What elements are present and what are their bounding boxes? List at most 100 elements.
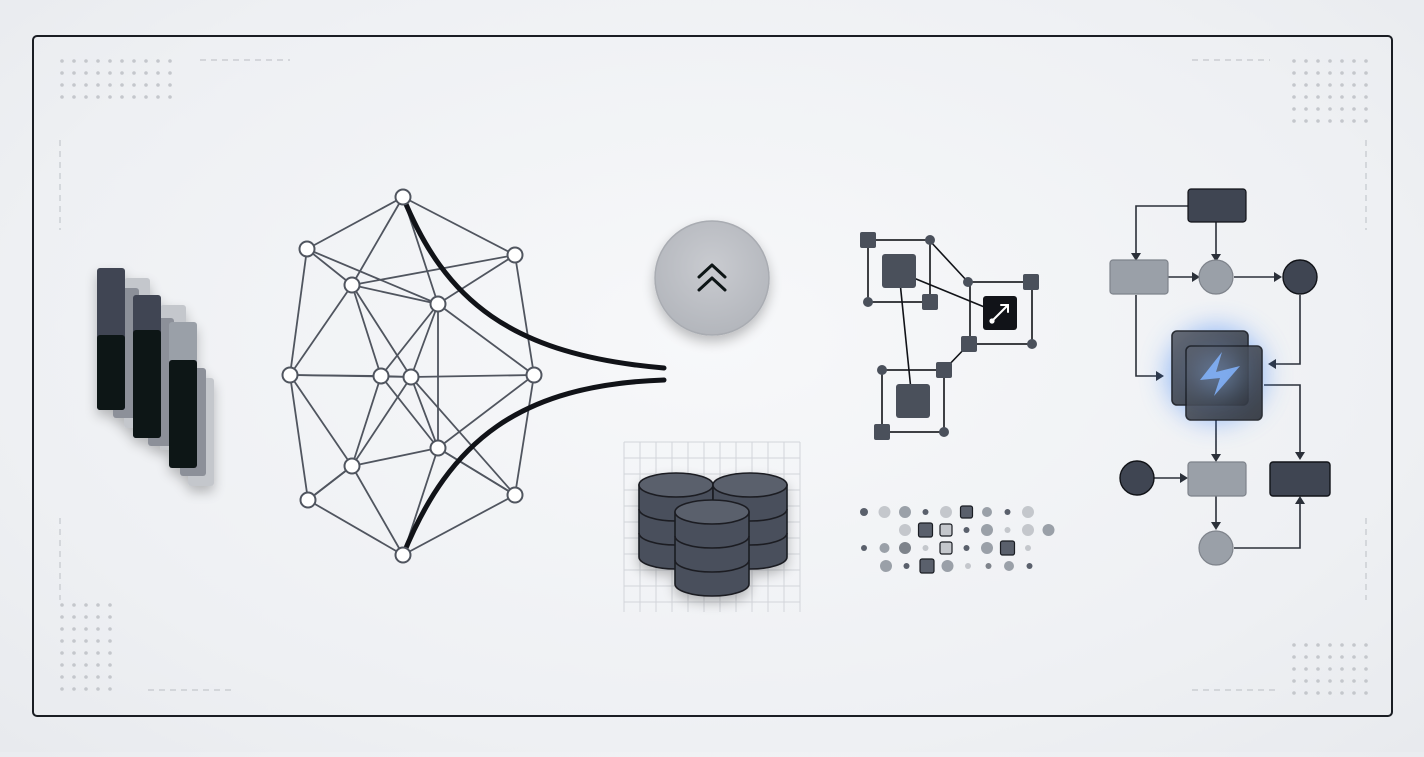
grid-dot [1292, 655, 1296, 659]
grid-dot [108, 615, 112, 619]
mesh-edge [410, 376, 439, 449]
matrix-dot [899, 524, 911, 536]
grid-dot [1352, 679, 1356, 683]
grid-dot [1340, 71, 1344, 75]
mesh-edge [437, 374, 535, 449]
grid-dot [120, 59, 124, 63]
grid-dot [84, 59, 88, 63]
grid-dot [1340, 643, 1344, 647]
grid-dot [1364, 667, 1368, 671]
matrix-dot [1004, 527, 1011, 533]
chevron-button[interactable] [654, 220, 770, 336]
mesh-edge [351, 376, 412, 467]
grid-dot [72, 675, 76, 679]
grid-dot [96, 627, 100, 631]
grid-dot [1316, 107, 1320, 111]
grid-dot [60, 71, 64, 75]
grid-dot [1364, 119, 1368, 123]
grid-dot [72, 687, 76, 691]
matrix-square [999, 540, 1016, 556]
grid-dot [84, 675, 88, 679]
grid-dot [60, 651, 64, 655]
flow-curve-upper [400, 194, 667, 371]
grid-dot [1304, 95, 1308, 99]
grid-dot [1340, 119, 1344, 123]
grid-dot [84, 71, 88, 75]
grid-dot [1340, 95, 1344, 99]
grid-dot [1292, 107, 1296, 111]
grid-dot [156, 59, 160, 63]
grid-dot [72, 83, 76, 87]
mesh-edge [307, 465, 353, 501]
matrix-dot [1026, 563, 1033, 569]
mesh-edge [410, 303, 439, 378]
grid-dot [1328, 691, 1332, 695]
grid-dot [96, 95, 100, 99]
grid-dot [1292, 119, 1296, 123]
grid-dot [60, 687, 64, 691]
mesh-edge [289, 248, 308, 376]
mesh-node [372, 367, 390, 385]
grid-dot [60, 83, 64, 87]
mesh-node [343, 457, 361, 475]
mesh-edge [351, 447, 439, 467]
matrix-dot [963, 527, 970, 533]
mesh-node [343, 276, 361, 294]
grid-dot [1340, 679, 1344, 683]
grid-dot [1304, 83, 1308, 87]
grid-dot [1364, 71, 1368, 75]
grid-dot [1340, 59, 1344, 63]
grid-dot [1316, 691, 1320, 695]
matrix-dot [1042, 524, 1055, 536]
grid-dot [132, 95, 136, 99]
mesh-node [394, 188, 412, 206]
mesh-edge [351, 196, 404, 286]
dot-grid-top-right [1292, 59, 1368, 123]
mesh-node [281, 366, 299, 384]
grid-dot [1316, 643, 1320, 647]
mesh-node [525, 366, 543, 384]
grid-dot [1340, 83, 1344, 87]
grid-dot [1364, 691, 1368, 695]
grid-dot [96, 663, 100, 667]
grid-dot [1328, 95, 1332, 99]
grid-dot [108, 639, 112, 643]
grid-dot [60, 663, 64, 667]
grid-dot [1304, 691, 1308, 695]
matrix-dot [965, 563, 971, 569]
matrix-dot [981, 542, 993, 554]
mesh-edge [351, 284, 382, 377]
grid-dot [108, 687, 112, 691]
matrix-dot [860, 508, 868, 516]
grid-dot [108, 71, 112, 75]
stacked-bars-icon [97, 268, 214, 486]
grid-dot [96, 83, 100, 87]
grid-dot [96, 603, 100, 607]
mesh-edge [289, 284, 353, 376]
mesh-node [298, 240, 316, 258]
expand-arrow-icon[interactable] [983, 296, 1017, 330]
mesh-edge [306, 248, 353, 286]
dot-grid-bottom-left [60, 603, 112, 691]
grid-dot [1316, 667, 1320, 671]
matrix-square [939, 523, 953, 537]
grid-dot [1328, 83, 1332, 87]
grid-dot [108, 675, 112, 679]
matrix-dot [922, 509, 929, 515]
grid-dot [96, 639, 100, 643]
grid-dot [1364, 83, 1368, 87]
grid-dot [1352, 655, 1356, 659]
matrix-square [919, 558, 935, 574]
grid-dot [72, 627, 76, 631]
grid-dot [108, 603, 112, 607]
grid-dot [1352, 691, 1356, 695]
grid-dot [72, 651, 76, 655]
grid-dot [84, 687, 88, 691]
flow-curve-lower [400, 377, 667, 558]
grid-dot [1352, 643, 1356, 647]
grid-dot [144, 83, 148, 87]
mesh-edge [514, 374, 535, 496]
grid-dot [144, 71, 148, 75]
grid-dot [1352, 59, 1356, 63]
